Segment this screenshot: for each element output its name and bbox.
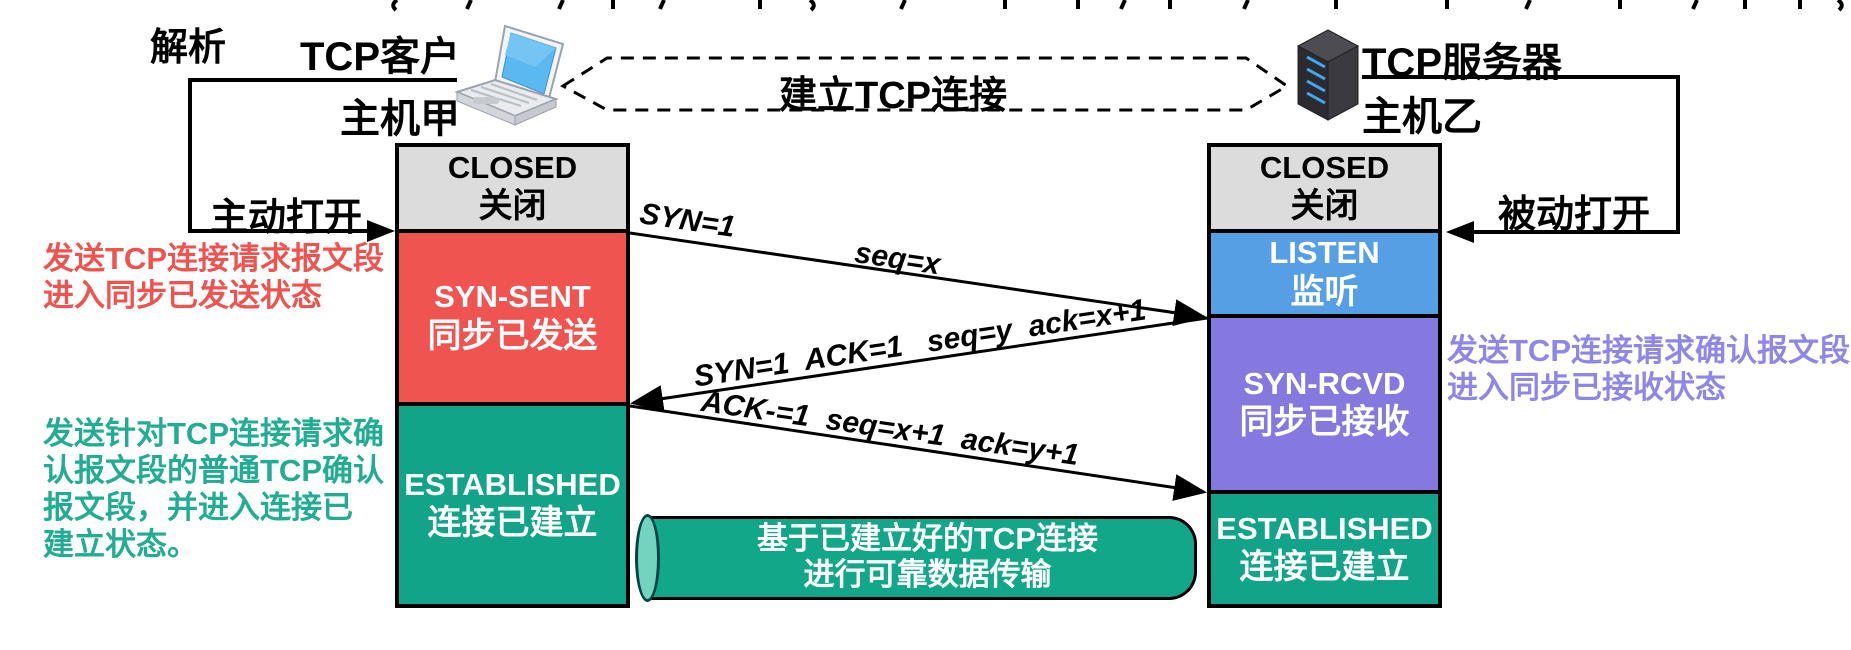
state-zh: 同步已接收 [1239, 403, 1410, 442]
annotation-line: 进入同步已接收状态 [1447, 370, 1726, 405]
pipe-line: 基于已建立好的TCP连接 [757, 521, 1098, 556]
resolve-label: 解析 [150, 27, 227, 69]
state-en: CLOSED [447, 149, 578, 185]
state-en: CLOSED [1259, 149, 1390, 185]
state-box-client-closed: CLOSED 关闭 [395, 143, 630, 233]
state-box-server-syn-rcvd: SYN-RCVD 同步已接收 [1207, 314, 1442, 494]
active-open-label: 主动打开 [210, 197, 363, 239]
state-en: ESTABLISHED [404, 466, 621, 502]
annotation-line: 认报文段的普通TCP确认 [43, 453, 384, 488]
state-zh: 连接已建立 [427, 504, 598, 543]
annotation-line: 发送针对TCP连接请求确 [43, 416, 384, 451]
state-en: LISTEN [1269, 235, 1380, 271]
establish-connection-label: 建立TCP连接 [778, 75, 1007, 117]
annotation-line: 发送TCP连接请求确认报文段 [1447, 333, 1850, 368]
client-role-label: TCP客户 [300, 35, 460, 79]
synack-label: SYN=1 ACK=1 seq=y ack=x+1 [691, 293, 1149, 394]
server-syn-rcvd-annotation: 发送TCP连接请求确认报文段 进入同步已接收状态 [1447, 332, 1850, 406]
annotation-line: 发送TCP连接请求报文段 [43, 241, 384, 276]
client-host-label: 主机甲 [340, 97, 460, 141]
client-established-annotation: 发送针对TCP连接请求确 认报文段的普通TCP确认 报文段，并进入连接已 建立状… [43, 415, 384, 563]
tcp-pipe-label: 基于已建立好的TCP连接 进行可靠数据传输 [665, 521, 1190, 593]
server-host-label: 主机乙 [1362, 95, 1482, 139]
state-box-client-established: ESTABLISHED 连接已建立 [395, 402, 630, 608]
annotation-line: 建立状态。 [43, 527, 198, 562]
server-icon [1295, 24, 1361, 129]
state-en: SYN-SENT [434, 279, 591, 315]
state-box-server-listen: LISTEN 监听 [1207, 229, 1442, 318]
tcp-pipe-end-cap [635, 514, 660, 602]
state-zh: 连接已建立 [1239, 548, 1410, 587]
annotation-line: 进入同步已发送状态 [43, 278, 322, 313]
syn-flag-label: SYN=1 [637, 197, 738, 244]
state-zh: 监听 [1290, 272, 1359, 311]
tcp-pipe [647, 516, 1197, 600]
state-en: ESTABLISHED [1216, 510, 1433, 546]
state-box-server-closed: CLOSED 关闭 [1207, 143, 1442, 233]
ack-label: ACK-=1 seq=x+1 ack=y+1 [699, 384, 1082, 473]
client-syn-annotation: 发送TCP连接请求报文段 进入同步已发送状态 [43, 240, 384, 314]
syn-seq-label: seq=x [852, 236, 943, 282]
state-en: SYN-RCVD [1243, 365, 1406, 401]
clipped-text-fragments [391, 0, 1844, 12]
server-role-label: TCP服务器 [1362, 41, 1562, 85]
passive-open-label: 被动打开 [1498, 194, 1651, 236]
state-box-server-established: ESTABLISHED 连接已建立 [1207, 490, 1442, 608]
state-zh: 关闭 [478, 187, 547, 226]
laptop-icon [454, 22, 573, 141]
state-zh: 关闭 [1290, 187, 1359, 226]
state-zh: 同步已发送 [427, 316, 598, 355]
annotation-line: 报文段，并进入连接已 [43, 490, 353, 525]
pipe-line: 进行可靠数据传输 [803, 557, 1052, 592]
state-box-client-syn-sent: SYN-SENT 同步已发送 [395, 229, 630, 406]
